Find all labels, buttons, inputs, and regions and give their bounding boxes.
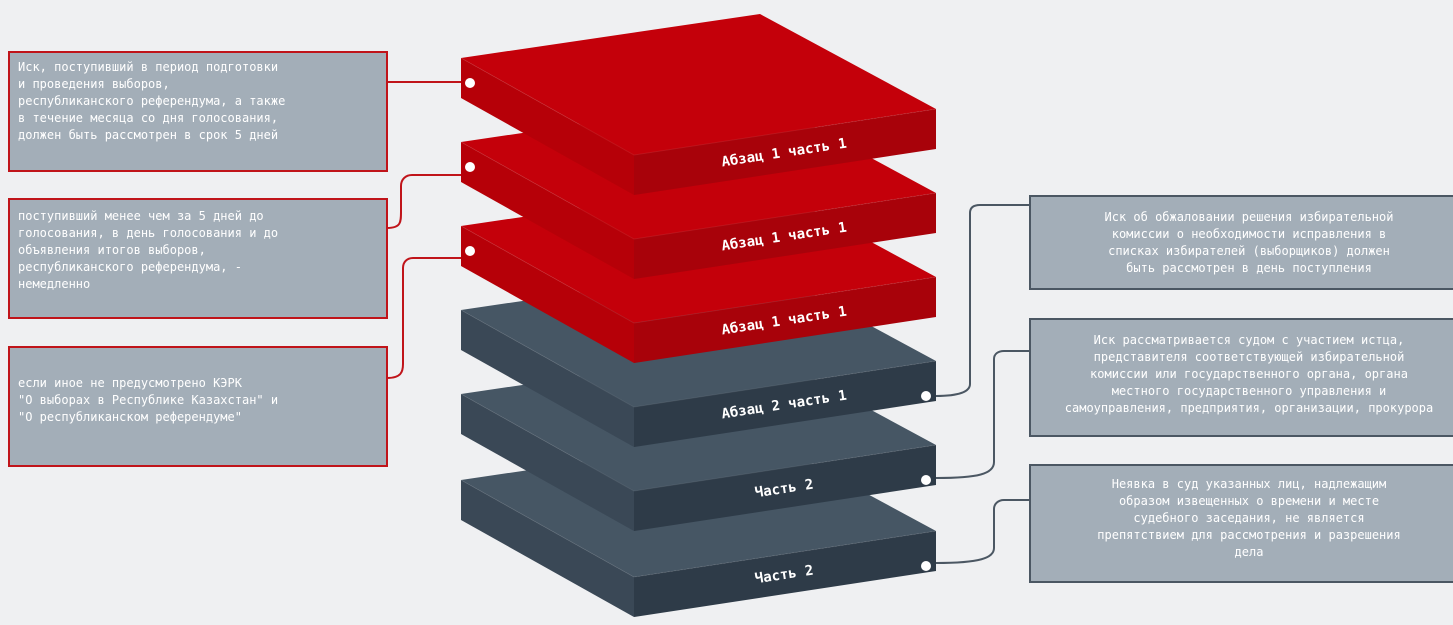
left-note-3: если иное не предусмотрено КЭРК "О выбор… (8, 346, 388, 467)
left-note-2: поступивший менее чем за 5 дней до голос… (8, 198, 388, 319)
layer-left-face (461, 394, 634, 531)
connector-line-3 (386, 257, 461, 379)
right-note-3: Неявка в суд указанных лиц, надлежащим о… (1029, 464, 1453, 583)
layer-front-face (634, 361, 936, 447)
connector-lines (386, 81, 1029, 564)
layer-front-face (634, 531, 936, 617)
connector-dot (465, 246, 475, 256)
right-note-2: Иск рассматривается судом с участием ист… (1029, 318, 1453, 437)
layer-edge (460, 479, 937, 578)
layer-edge (460, 225, 937, 324)
connector-dot (921, 475, 931, 485)
layer-edge (460, 57, 937, 156)
left-note-1: Иск, поступивший в период подготовки и п… (8, 51, 388, 172)
layer-left-face (461, 142, 634, 279)
layer-top-face (461, 14, 936, 155)
connector-line-6 (935, 499, 1029, 564)
layer-front-face (634, 109, 936, 195)
layer-left-face (461, 58, 634, 195)
layer-edge (460, 393, 937, 492)
connector-dot (921, 391, 931, 401)
connector-line-2 (386, 174, 461, 229)
stack-layer-1: Абзац 1 часть 1 (460, 14, 937, 195)
layer-left-face (461, 226, 634, 363)
layer-front-face (634, 193, 936, 279)
layer-edge (460, 141, 937, 240)
connector-line-4 (935, 204, 1029, 397)
layer-left-face (461, 480, 634, 617)
right-note-1: Иск об обжаловании решения избирательной… (1029, 195, 1453, 290)
layer-front-face (634, 445, 936, 531)
connector-line-5 (935, 350, 1029, 479)
connector-dot (465, 78, 475, 88)
layer-left-face (461, 310, 634, 447)
connector-dot (921, 561, 931, 571)
connector-dot (465, 162, 475, 172)
layer-front-face (634, 277, 936, 363)
layer-edge (460, 309, 937, 408)
